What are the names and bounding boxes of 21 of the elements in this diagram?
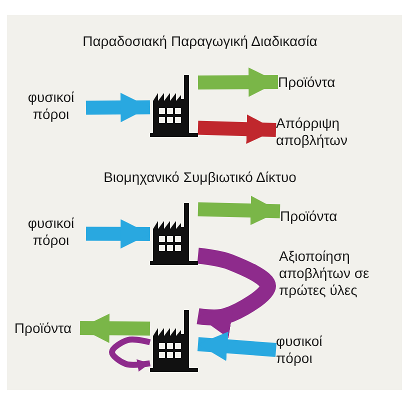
node-text: φυσικοί πόροι [276, 333, 324, 367]
node-text: Προϊόντα [14, 320, 72, 336]
curved-arrow [109, 336, 151, 372]
factory-icon [150, 310, 198, 372]
node-text: Απόρριψη αποβλήτων [276, 115, 348, 149]
block-arrow [86, 219, 150, 249]
block-arrow [198, 67, 278, 97]
node-text: φυσικοί πόροι [26, 89, 76, 123]
block-arrow [86, 92, 150, 122]
curved-arrow [196, 248, 276, 338]
node-text: Προϊόντα [280, 208, 338, 224]
block-arrow [198, 114, 276, 144]
node-text: φυσικοί πόροι [26, 215, 76, 249]
block-arrow [80, 314, 150, 343]
block-arrow [198, 196, 280, 226]
factory-icon [150, 75, 198, 137]
section-heading: Βιομηχανικό Συμβιωτικό Δίκτυο [102, 169, 298, 185]
block-arrow [197, 332, 277, 361]
section-heading: Παραδοσιακή Παραγωγική Διαδικασία [82, 33, 318, 49]
node-text: Προϊόντα [278, 74, 336, 90]
factory-icon [150, 203, 198, 265]
